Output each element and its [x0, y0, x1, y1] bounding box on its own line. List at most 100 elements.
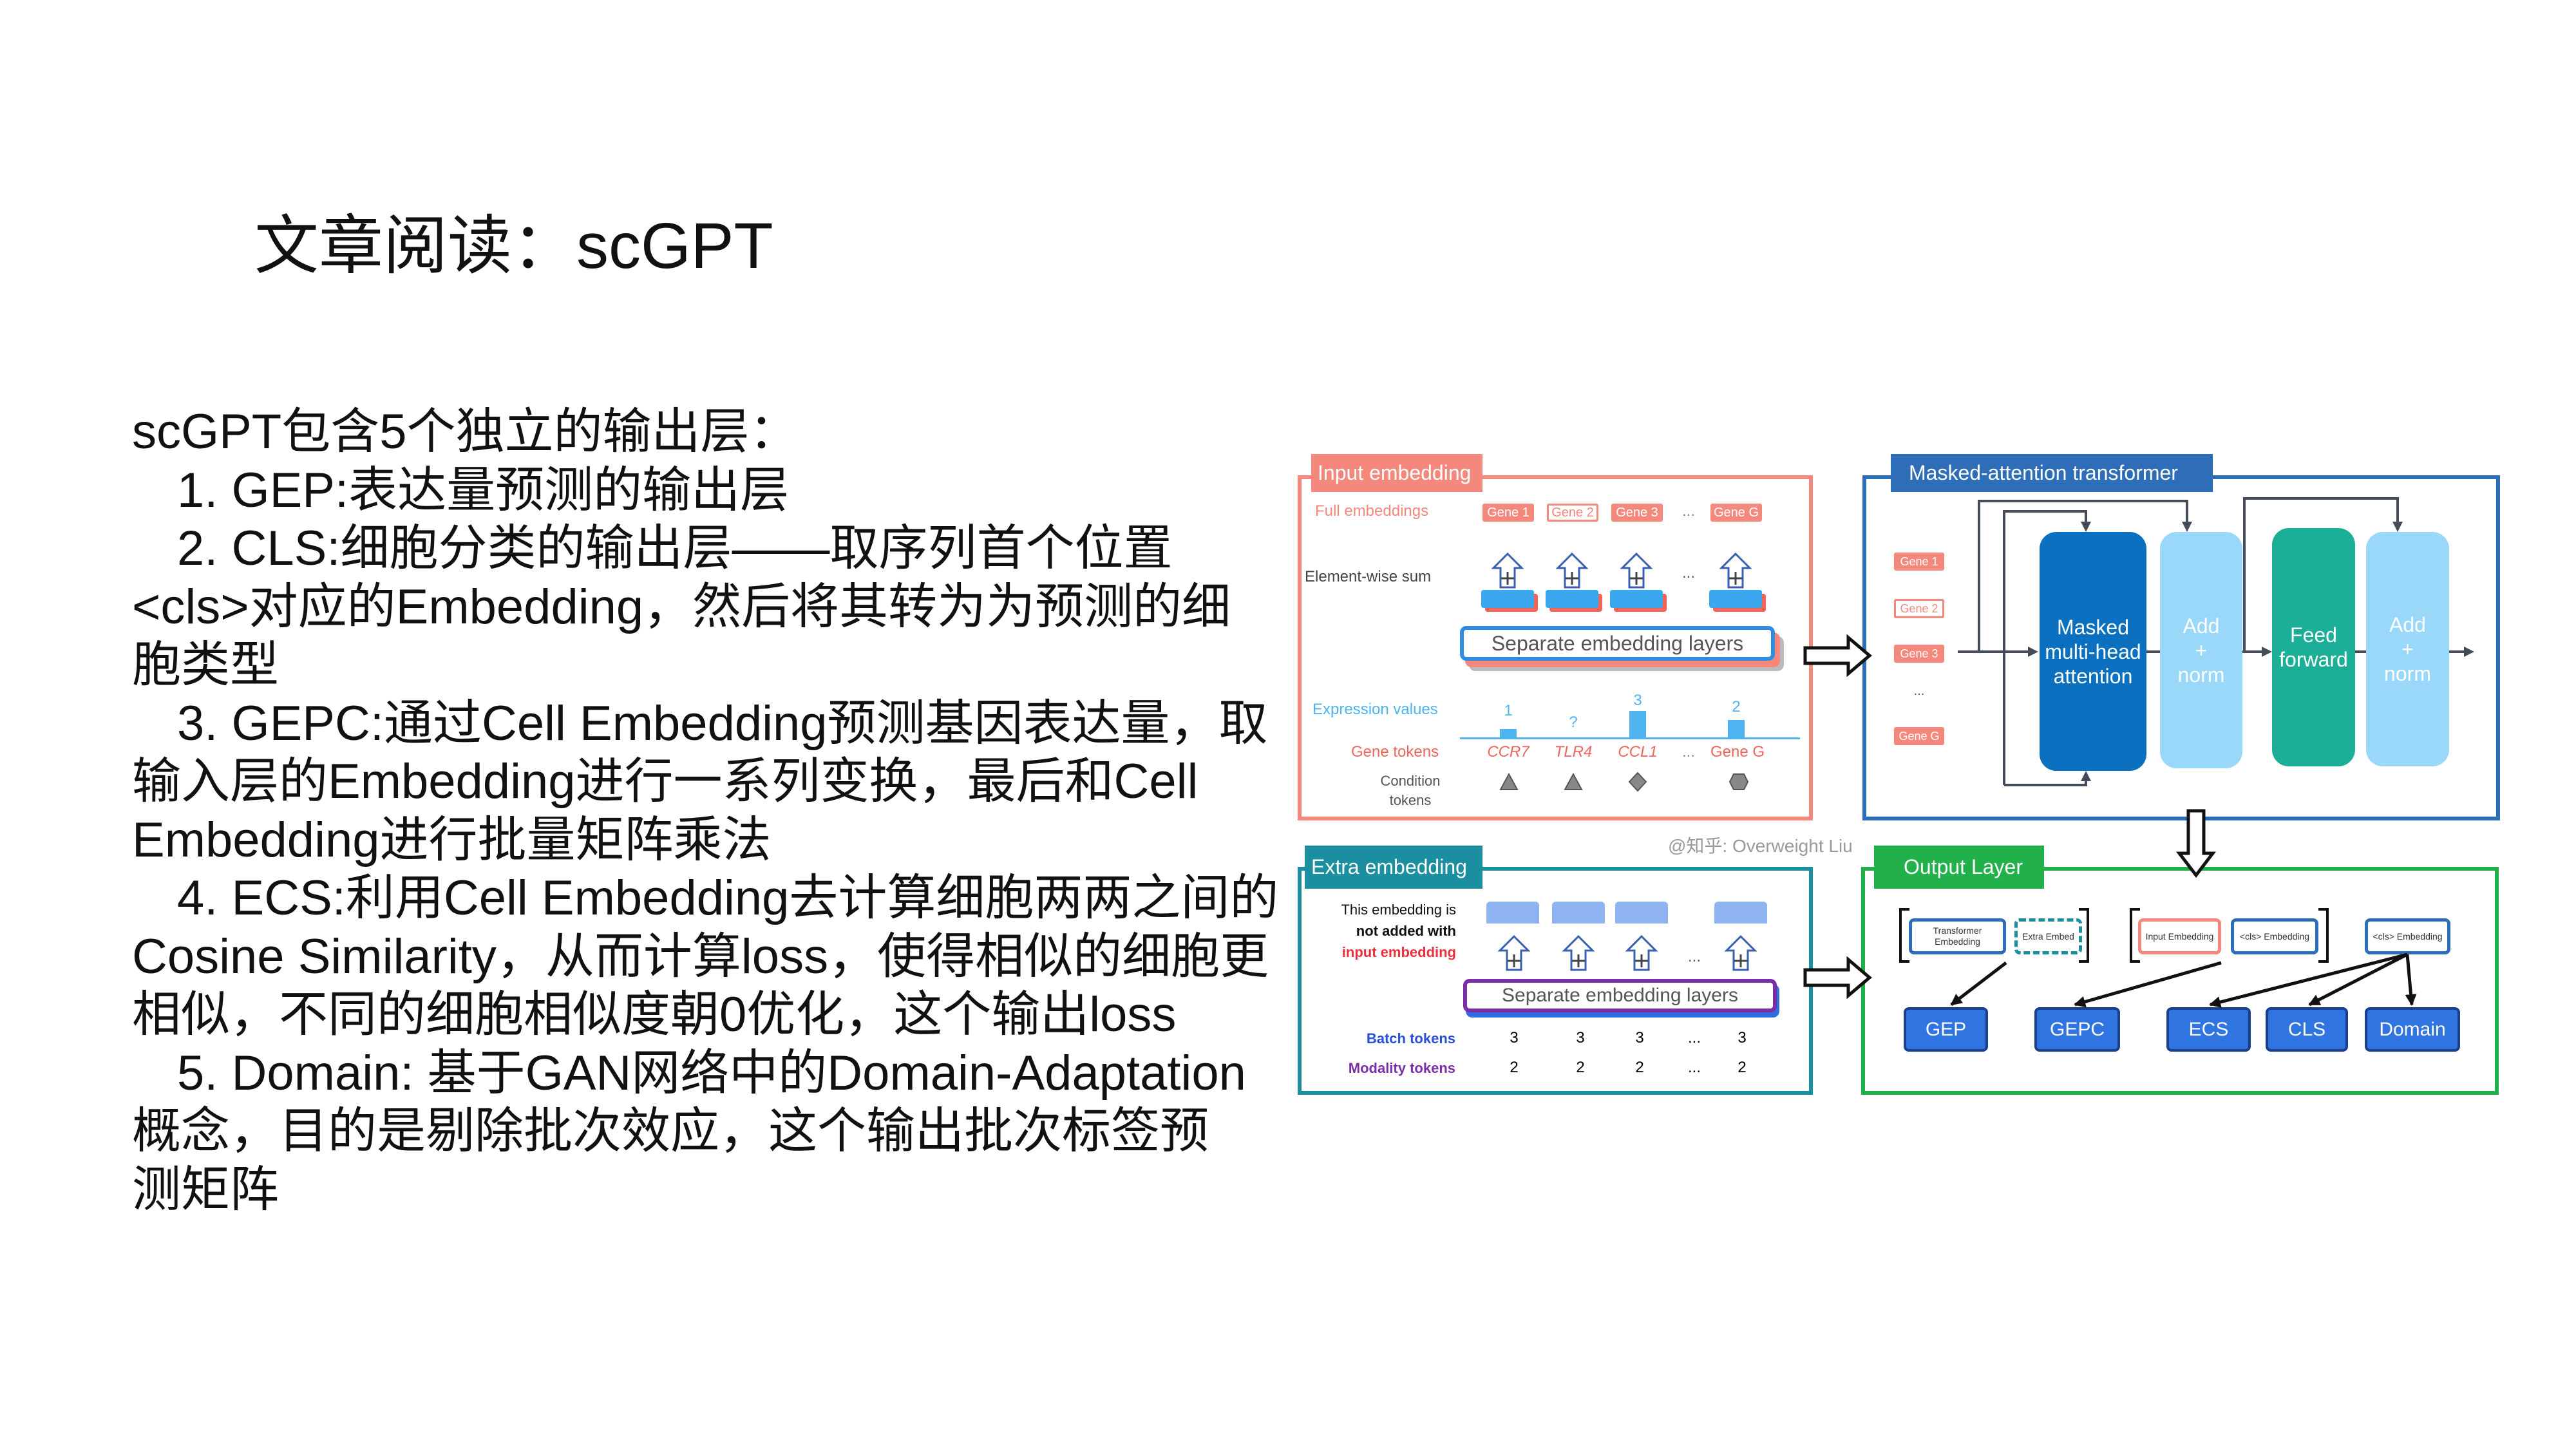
bracket [2318, 908, 2329, 963]
gene-token: Gene G [1710, 743, 1765, 761]
batch-token: 3 [1635, 1029, 1644, 1046]
plus-arrow-icon [1492, 553, 1524, 589]
body-line: 5. Domain: 基于GAN网络中的Domain-Adaptation [177, 1045, 1246, 1101]
ellipsis: ... [1687, 1059, 1701, 1076]
diamond-icon [1628, 772, 1647, 792]
plus-arrow-icon [1725, 935, 1757, 971]
body-text: scGPT包含5个独立的输出层： 1. GEP:表达量预测的输出层 2. CLS… [132, 403, 1278, 1219]
embedding-vector [1714, 902, 1767, 923]
extra-embed: Extra Embed [2014, 918, 2082, 954]
body-line: 3. GEPC:通过Cell Embedding预测基因表达量，取 [177, 696, 1268, 751]
plus-arrow-icon [1620, 553, 1653, 589]
embedding-vector [1552, 902, 1605, 923]
element-wise-sum-label: Element-wise sum [1305, 568, 1432, 585]
output-gepc: GEPC [2034, 1007, 2120, 1052]
expression-baseline [1460, 737, 1800, 739]
gene-chip: Gene 2 [1547, 504, 1598, 522]
modality-token: 2 [1738, 1059, 1747, 1076]
condition-tokens-label: tokens [1389, 792, 1432, 808]
watermark: @知乎: Overweight Liu [1668, 836, 1853, 856]
body-line: 相似，不同的细胞相似度朝0优化，这个输出loss [132, 987, 1177, 1042]
expression-value: ? [1569, 714, 1578, 731]
add-norm-block: Add + norm [2160, 532, 2242, 768]
embedding-vector [1546, 590, 1598, 608]
extra-note: This embedding is [1341, 902, 1456, 918]
body-line: 胞类型 [132, 638, 279, 692]
expression-bar [1500, 729, 1517, 738]
body-line: 测矩阵 [132, 1162, 279, 1217]
gene-chip: Gene 3 [1611, 504, 1663, 522]
feed-forward-block: Feed forward [2272, 528, 2355, 766]
output-cls: CLS [2266, 1007, 2348, 1052]
full-embeddings-label: Full embeddings [1315, 502, 1429, 520]
modality-token: 2 [1510, 1059, 1519, 1076]
embedding-vector [1486, 902, 1539, 923]
embedding-vector [1610, 590, 1663, 608]
expression-value: 2 [1732, 698, 1741, 715]
triangle-icon [1499, 773, 1519, 790]
modality-token: 2 [1576, 1059, 1585, 1076]
gene-token: CCR7 [1487, 743, 1530, 761]
ellipsis: ... [1687, 1029, 1701, 1046]
triangle-icon [1564, 773, 1583, 790]
batch-tokens-label: Batch tokens [1366, 1030, 1455, 1046]
output-layer-title: Output Layer [1874, 846, 2044, 889]
plus-arrow-icon [1719, 553, 1752, 589]
body-line: 4. ECS:利用Cell Embedding去计算细胞两两之间的 [177, 871, 1279, 925]
gene-chip: Gene 1 [1482, 504, 1534, 522]
cls-embedding: <cls> Embedding [2231, 918, 2318, 954]
transformer-embedding: Transformer Embedding [1909, 918, 2006, 954]
hexagon-icon [1728, 773, 1749, 790]
modality-tokens-label: Modality tokens [1348, 1060, 1455, 1076]
embedding-vector [1481, 590, 1534, 608]
extra-embedding-title: Extra embedding [1305, 846, 1482, 889]
ellipsis: ... [1681, 564, 1696, 582]
gene-token: CCL1 [1618, 743, 1658, 761]
body-line: 输入层的Embedding进行一系列变换，最后和Cell [132, 754, 1198, 809]
separate-embedding-layers: Separate embedding layers [1463, 979, 1777, 1012]
batch-token: 3 [1510, 1029, 1519, 1046]
expression-values-label: Expression values [1312, 701, 1438, 718]
modality-token: 2 [1635, 1059, 1644, 1076]
plus-arrow-icon [1498, 935, 1530, 971]
gene-chip: Gene G [1710, 504, 1762, 522]
input-embedding-title: Input embedding [1311, 454, 1482, 492]
batch-token: 3 [1576, 1029, 1585, 1046]
ellipsis: ... [1687, 948, 1701, 965]
gene-token: TLR4 [1554, 743, 1593, 761]
separate-embedding-layers: Separate embedding layers [1460, 626, 1775, 661]
extra-note: input embedding [1341, 944, 1456, 960]
gene-chip: Gene 3 [1894, 645, 1944, 663]
bracket [1899, 908, 1909, 963]
add-norm-block: Add + norm [2366, 532, 2449, 766]
output-domain: Domain [2365, 1007, 2460, 1052]
ellipsis: ... [1681, 743, 1696, 761]
plus-arrow-icon [1625, 935, 1658, 971]
batch-token: 3 [1738, 1029, 1747, 1046]
body-line: <cls>对应的Embedding，然后将其转为为预测的细 [132, 579, 1231, 634]
body-line: Cosine Similarity，从而计算loss，使得相似的细胞更 [132, 929, 1269, 984]
output-gep: GEP [1904, 1007, 1988, 1052]
body-line: scGPT包含5个独立的输出层： [132, 404, 799, 459]
body-line: 概念，目的是剔除批次效应，这个输出批次标签预 [132, 1104, 1209, 1159]
expression-bar [1728, 720, 1745, 738]
gene-chip: Gene G [1894, 727, 1944, 745]
plus-arrow-icon [1556, 553, 1588, 589]
embedding-vector [1709, 590, 1762, 608]
gene-chip: Gene 2 [1894, 599, 1944, 618]
ellipsis: ... [1913, 684, 1925, 698]
body-line: 2. CLS:细胞分类的输出层——取序列首个位置 [177, 521, 1173, 576]
ellipsis: ... [1681, 502, 1696, 520]
expression-value: 1 [1504, 702, 1513, 719]
expression-value: 3 [1633, 692, 1642, 709]
input-embedding-ref: Input Embedding [2138, 918, 2221, 954]
output-ecs: ECS [2166, 1007, 2251, 1052]
transformer-title: Masked-attention transformer [1891, 454, 2213, 492]
plus-arrow-icon [1562, 935, 1595, 971]
extra-note: not added with [1356, 923, 1456, 939]
expression-bar [1629, 711, 1646, 738]
gene-tokens-label: Gene tokens [1351, 743, 1439, 761]
gene-chip: Gene 1 [1894, 553, 1944, 571]
masked-multi-head-attention-block: Masked multi-head attention [2040, 532, 2146, 771]
cls-embedding: <cls> Embedding [2365, 918, 2450, 954]
